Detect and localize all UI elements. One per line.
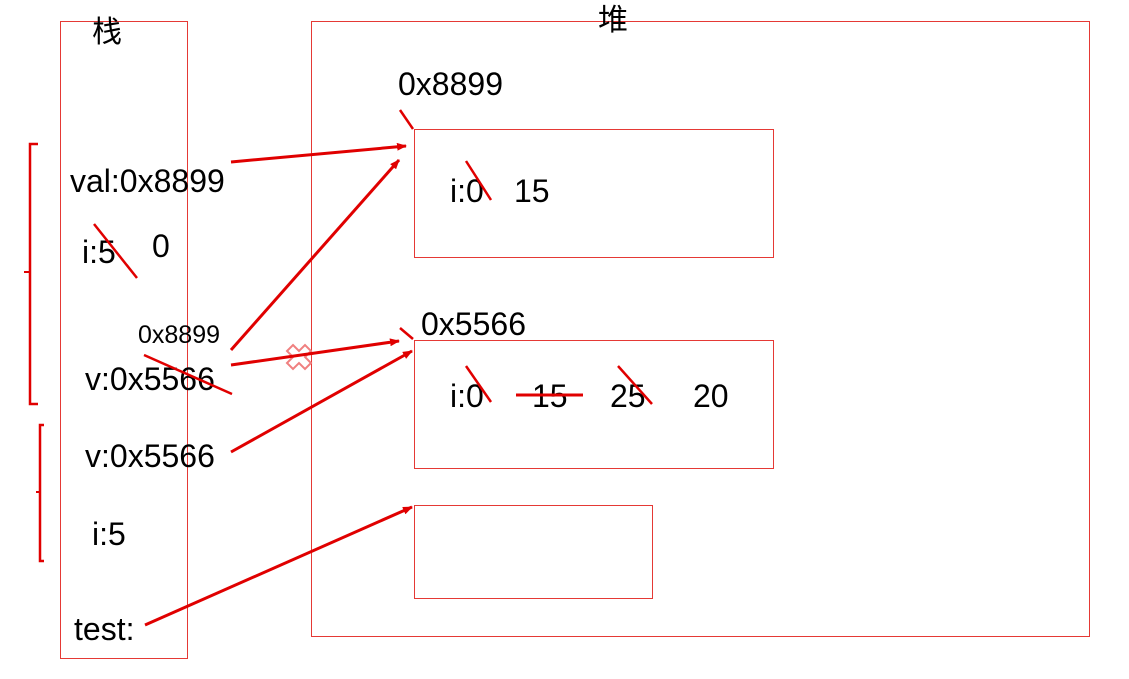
- stack-val: val:0x8899: [70, 163, 225, 199]
- heap2-value-20: 20: [693, 378, 729, 414]
- stack-v-struck: v:0x5566: [85, 361, 215, 397]
- stack-box: [60, 21, 188, 659]
- frame-bracket-top: [28, 142, 38, 406]
- stack-i-second: i:5: [92, 516, 126, 552]
- heap-address-0x5566: 0x5566: [421, 306, 526, 342]
- stack-i-old: i:5: [82, 234, 116, 270]
- heap-object-0x8899: [414, 129, 774, 258]
- heap2-value-25: 25: [610, 378, 646, 414]
- cut-mark-icon: [285, 343, 313, 371]
- stack-i-new: 0: [152, 228, 170, 264]
- heap-object-0x5566: [414, 340, 774, 469]
- frame-bracket-bottom: [38, 423, 44, 563]
- heap1-field-value: 15: [514, 173, 550, 209]
- stack-title: 栈: [92, 15, 122, 50]
- heap2-field-i: i:0: [450, 378, 484, 414]
- heap-object-test: [414, 505, 653, 599]
- heap1-field-i: i:0: [450, 173, 484, 209]
- stack-test: test:: [74, 611, 135, 647]
- stack-v-annotation: 0x8899: [138, 321, 221, 349]
- heap-address-0x8899: 0x8899: [398, 66, 503, 102]
- heap-title: 堆: [598, 3, 628, 38]
- stack-v-second: v:0x5566: [85, 438, 215, 474]
- heap2-value-15: 15: [532, 378, 568, 414]
